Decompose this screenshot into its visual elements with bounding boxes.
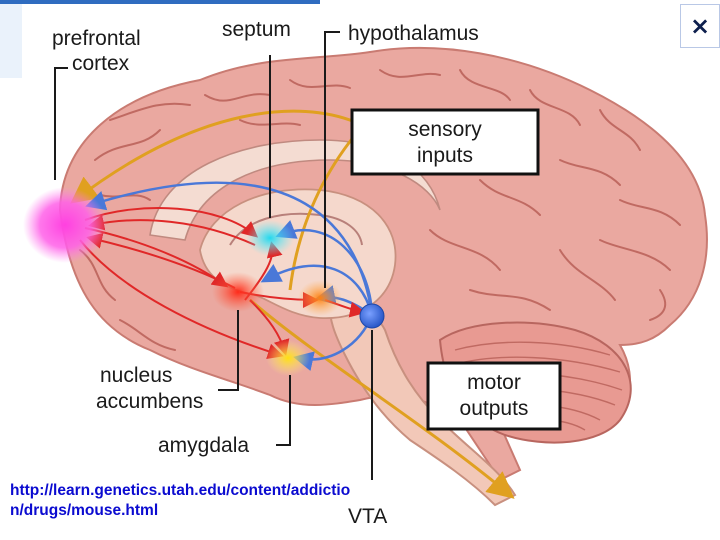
label-septum: septum (222, 18, 291, 41)
close-button[interactable]: × (680, 4, 720, 48)
label-nucleus-line1: nucleus (100, 364, 172, 387)
brainstem (328, 298, 517, 507)
motor-outputs-box: motor outputs (426, 361, 562, 431)
sensory-box-line2: inputs (417, 144, 473, 167)
label-hypothalamus: hypothalamus (348, 22, 479, 45)
hypothalamus-region (298, 280, 342, 316)
septum-region (246, 220, 294, 256)
close-icon: × (689, 12, 711, 40)
sensory-box-line1: sensory (408, 118, 482, 141)
motor-box-line1: motor (467, 371, 521, 394)
sensory-inputs-box: sensory inputs (350, 108, 540, 176)
vta-region (359, 303, 385, 329)
prefrontal-cortex-region (23, 187, 107, 263)
label-amygdala: amygdala (158, 434, 249, 457)
label-nucleus-line2: accumbens (96, 390, 203, 413)
frame-accent (0, 0, 22, 78)
amygdala-region (266, 340, 310, 376)
label-prefrontal-line2: cortex (72, 52, 130, 75)
leader-lines (54, 31, 373, 480)
source-url-link[interactable]: http://learn.genetics.utah.edu/content/a… (10, 482, 351, 519)
nucleus-accumbens-region (212, 272, 264, 312)
frame-top-bar (0, 0, 320, 4)
label-prefrontal-line1: prefrontal (52, 27, 141, 50)
label-vta: VTA (348, 505, 387, 528)
corpus-callosum (149, 139, 441, 241)
motor-box-line2: outputs (460, 397, 529, 420)
